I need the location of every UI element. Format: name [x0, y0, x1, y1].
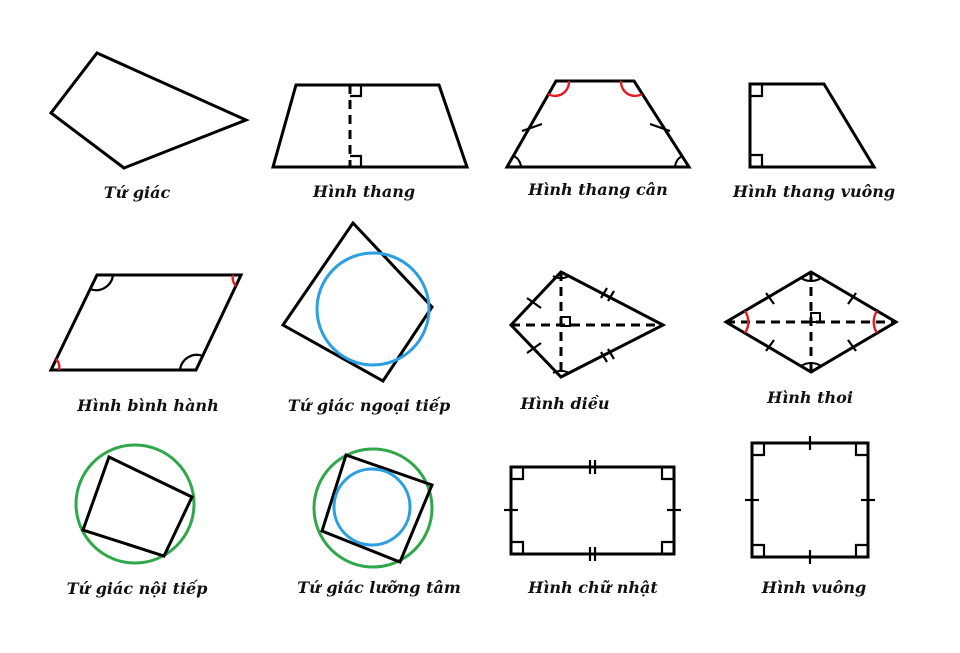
- right-angle-marks: [511, 467, 674, 554]
- shape-right-trapezoid: [748, 82, 877, 169]
- shape-quadrilateral: [48, 51, 250, 170]
- label-quadrilateral: Tứ giác: [104, 183, 171, 202]
- shape-parallelogram: [48, 273, 244, 372]
- right-angle-mark: [560, 316, 571, 327]
- label-right-trapezoid: Hình thang vuông: [732, 182, 895, 201]
- label-isosceles-trapezoid: Hình thang cân: [527, 180, 668, 199]
- shape-rectangle: [504, 460, 681, 561]
- shape-kite: [508, 270, 667, 379]
- angle-marks-obtuse: [89, 274, 204, 371]
- right-angle-marks: [752, 443, 868, 557]
- label-kite: Hình diều: [519, 394, 609, 413]
- tick-marks: [504, 460, 681, 561]
- incircle: [332, 467, 412, 547]
- label-tangential-quadrilateral: Tứ giác ngoại tiếp: [288, 396, 450, 415]
- tick-marks: [765, 292, 857, 352]
- shape-bicentric-quadrilateral: [312, 447, 434, 569]
- shape-tangential-quadrilateral: [280, 220, 434, 383]
- right-angle-marks: [750, 84, 764, 167]
- label-bicentric-quadrilateral: Tứ giác lưỡng tâm: [297, 578, 461, 597]
- shape-trapezoid: [271, 83, 470, 169]
- shape-rhombus: [723, 270, 899, 374]
- angle-marks-top: [547, 80, 643, 98]
- angle-marks: [552, 275, 570, 374]
- label-square: Hình vuông: [761, 578, 866, 597]
- shape-square: [745, 436, 875, 564]
- circumcircle: [312, 447, 434, 569]
- label-cyclic-quadrilateral: Tứ giác nội tiếp: [67, 579, 208, 598]
- angle-marks-acute: [55, 274, 237, 371]
- label-trapezoid: Hình thang: [312, 182, 415, 201]
- label-rectangle: Hình chữ nhật: [527, 578, 658, 597]
- tick-marks: [745, 436, 875, 564]
- incircle: [315, 251, 431, 367]
- angle-marks-acute: [743, 310, 879, 334]
- tick-marks: [521, 122, 671, 133]
- label-parallelogram: Hình bình hành: [76, 396, 218, 415]
- shape-cyclic-quadrilateral: [74, 443, 196, 565]
- angle-marks-bottom: [513, 155, 683, 168]
- right-angle-marks: [350, 85, 363, 167]
- tick-marks: [526, 287, 615, 363]
- shape-isosceles-trapezoid: [504, 79, 692, 169]
- circumcircle: [74, 443, 196, 565]
- angle-marks-obtuse: [800, 277, 822, 367]
- right-angle-mark: [810, 312, 821, 323]
- label-rhombus: Hình thoi: [766, 388, 853, 407]
